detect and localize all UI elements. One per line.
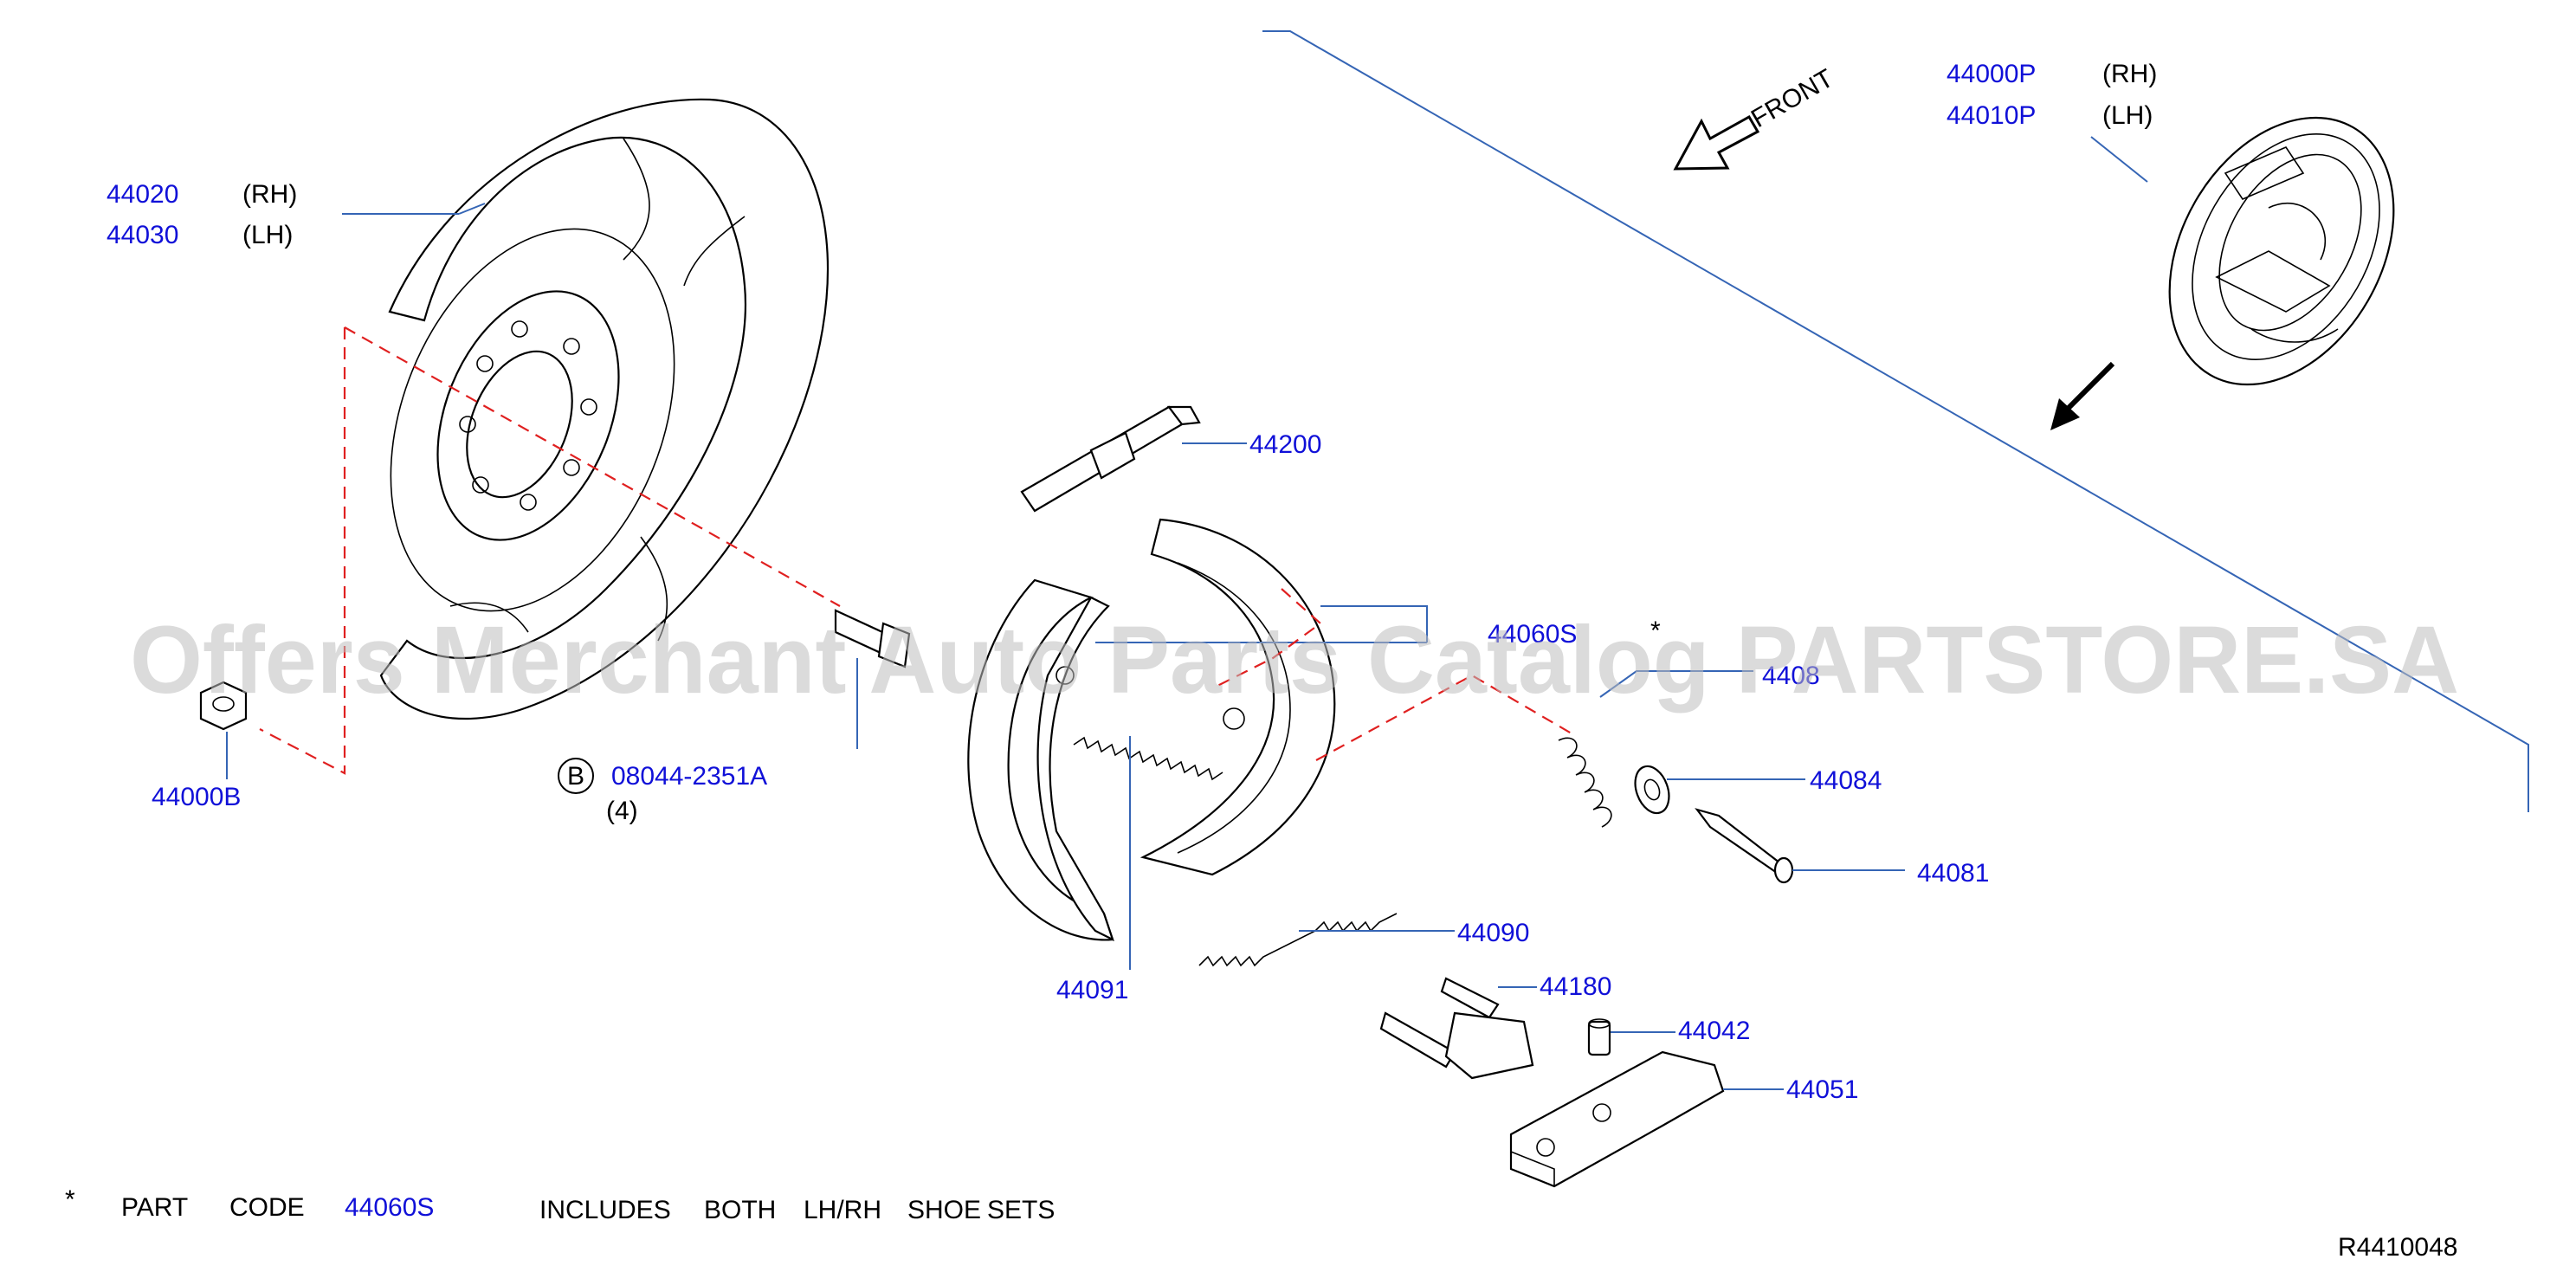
section-divider-line (1262, 30, 2529, 812)
front-label: FRONT (1746, 64, 1838, 133)
label-44000b[interactable]: 44000B (152, 783, 241, 811)
leader-44000p (2090, 136, 2148, 183)
label-44051[interactable]: 44051 (1786, 1075, 1858, 1104)
footnote-sets: SETS (987, 1196, 1055, 1224)
bolt-b-letter: B (567, 762, 584, 791)
hold-down-spring-drawing (1558, 737, 1794, 884)
install-arrow-icon (2050, 361, 2115, 430)
mounting-axis-right (1211, 588, 1322, 689)
spring-44091-drawing (1073, 736, 1223, 781)
label-44084[interactable]: 44084 (1810, 766, 1882, 795)
label-asterisk: * (1650, 617, 1661, 645)
label-44020[interactable]: 44020 (107, 180, 178, 209)
label-44020-rh: (RH) (242, 180, 297, 209)
backing-plate-drawing (379, 98, 830, 720)
footnote-part-number[interactable]: 44060S (345, 1193, 434, 1222)
label-44060s[interactable]: 44060S (1488, 620, 1577, 649)
footnote-lhrh: LH/RH (804, 1196, 881, 1224)
watermark-text: Offers Merchant Auto Parts Catalog PARTS… (130, 607, 2459, 714)
bolt-08044-drawing (834, 609, 911, 668)
strut-44180-drawing (1379, 977, 1534, 1080)
footnote-shoe: SHOE (907, 1196, 981, 1224)
brake-shoes-drawing (967, 518, 1336, 942)
footnote-both: BOTH (704, 1196, 776, 1224)
front-arrow-icon (1673, 114, 1760, 171)
footnote-code: CODE (229, 1193, 305, 1222)
footnote-asterisk: * (65, 1185, 75, 1214)
label-44042[interactable]: 44042 (1678, 1017, 1750, 1045)
label-44081[interactable]: 44081 (1917, 859, 1989, 888)
label-44030-lh: (LH) (242, 221, 293, 249)
spring-44090-drawing (1198, 913, 1398, 967)
label-08044-2351a[interactable]: 08044-2351A (611, 762, 767, 791)
leader-4408x (1599, 670, 1753, 698)
mounting-axis-left (259, 327, 346, 775)
footnote-includes: INCLUDES (539, 1196, 671, 1224)
footnote-part: PART (121, 1193, 188, 1222)
label-44030[interactable]: 44030 (107, 221, 178, 249)
nut-44000b-drawing (199, 681, 248, 731)
label-44180[interactable]: 44180 (1540, 972, 1611, 1001)
label-44000p-rh: (RH) (2102, 60, 2157, 88)
label-44000p[interactable]: 44000P (1947, 60, 2036, 88)
bolt-b-badge (558, 758, 594, 794)
assembled-brake-drawing (2168, 116, 2395, 386)
label-4408x[interactable]: 4408 (1762, 662, 1820, 690)
label-bolt-qty: (4) (606, 797, 638, 825)
lever-44051-drawing (1509, 1050, 1725, 1188)
leader-44060s (1320, 605, 1428, 642)
label-44010p[interactable]: 44010P (1947, 101, 2036, 130)
label-44200[interactable]: 44200 (1249, 430, 1321, 459)
diagram-id: R4410048 (2338, 1233, 2457, 1262)
pin-44042-drawing (1587, 1018, 1611, 1056)
adjuster-44200-drawing (1020, 405, 1201, 513)
label-44010p-lh: (LH) (2102, 101, 2153, 130)
label-44090[interactable]: 44090 (1457, 919, 1529, 947)
label-44091[interactable]: 44091 (1056, 976, 1128, 1004)
